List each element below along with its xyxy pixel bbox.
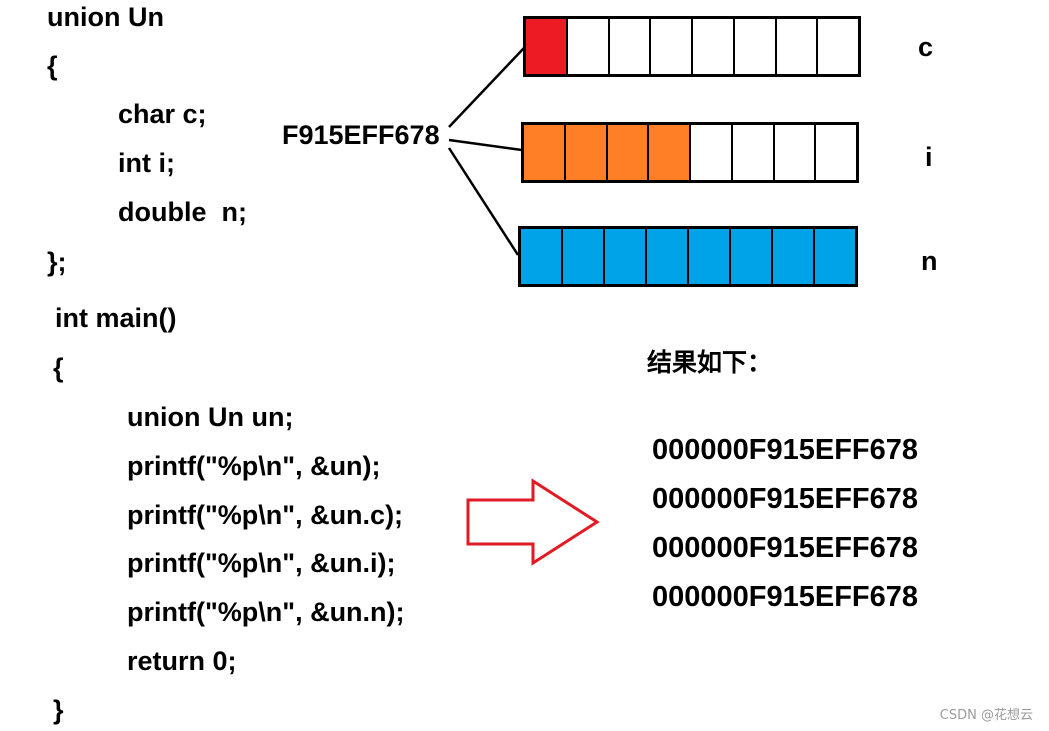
code-line-member-n: double n; xyxy=(118,197,247,227)
address-label: F915EFF678 xyxy=(282,120,440,150)
byte-cell xyxy=(776,19,819,74)
code-line-main-signature: int main() xyxy=(55,303,177,333)
code-line-member-c: char c; xyxy=(118,99,207,129)
connector-line-i xyxy=(448,138,523,152)
member-label-c: c xyxy=(918,32,934,62)
byte-cell xyxy=(815,229,855,284)
memory-bar-c xyxy=(523,16,861,77)
member-label-n: n xyxy=(921,246,938,276)
byte-cell xyxy=(651,19,693,74)
code-line-main-open-brace: { xyxy=(53,353,64,383)
byte-cell xyxy=(607,125,650,180)
result-line: 000000F915EFF678 xyxy=(652,483,919,515)
byte-cell xyxy=(774,125,817,180)
byte-cell xyxy=(649,125,691,180)
right-arrow-icon xyxy=(466,478,600,566)
connector-line-n xyxy=(447,147,520,256)
byte-cell xyxy=(521,229,563,284)
code-line-printf-un: printf("%p\n", &un); xyxy=(127,451,381,481)
code-line-union-close: }; xyxy=(47,247,67,277)
code-line-printf-un-i: printf("%p\n", &un.i); xyxy=(127,548,396,578)
byte-cell xyxy=(773,229,815,284)
byte-cell xyxy=(609,19,652,74)
code-line-return: return 0; xyxy=(127,646,237,676)
byte-cell xyxy=(689,229,731,284)
byte-cell xyxy=(693,19,735,74)
byte-cell xyxy=(647,229,689,284)
code-line-printf-un-c: printf("%p\n", &un.c); xyxy=(127,500,404,530)
code-line-member-i: int i; xyxy=(118,148,175,178)
memory-bar-n xyxy=(518,226,858,287)
result-heading: 结果如下： xyxy=(647,348,773,377)
code-line-declare-un: union Un un; xyxy=(127,402,294,432)
byte-cell xyxy=(524,125,566,180)
result-line: 000000F915EFF678 xyxy=(652,581,919,613)
byte-cell xyxy=(605,229,647,284)
code-line-main-close: } xyxy=(53,695,64,725)
code-line-printf-un-n: printf("%p\n", &un.n); xyxy=(127,597,405,627)
result-line: 000000F915EFF678 xyxy=(652,532,919,564)
byte-cell xyxy=(818,19,858,74)
byte-cell xyxy=(565,125,608,180)
byte-cell xyxy=(731,229,773,284)
member-label-i: i xyxy=(925,142,933,172)
code-line-union-header: union Un xyxy=(47,2,164,32)
connector-line-c xyxy=(448,47,525,128)
byte-cell xyxy=(732,125,775,180)
byte-cell xyxy=(526,19,568,74)
byte-cell xyxy=(691,125,733,180)
code-line-union-open-brace: { xyxy=(47,51,58,81)
byte-cell xyxy=(816,125,856,180)
byte-cell xyxy=(567,19,610,74)
byte-cell xyxy=(563,229,605,284)
watermark: CSDN @花想云 xyxy=(939,708,1033,723)
byte-cell xyxy=(734,19,777,74)
result-line: 000000F915EFF678 xyxy=(652,434,919,466)
memory-bar-i xyxy=(521,122,859,183)
